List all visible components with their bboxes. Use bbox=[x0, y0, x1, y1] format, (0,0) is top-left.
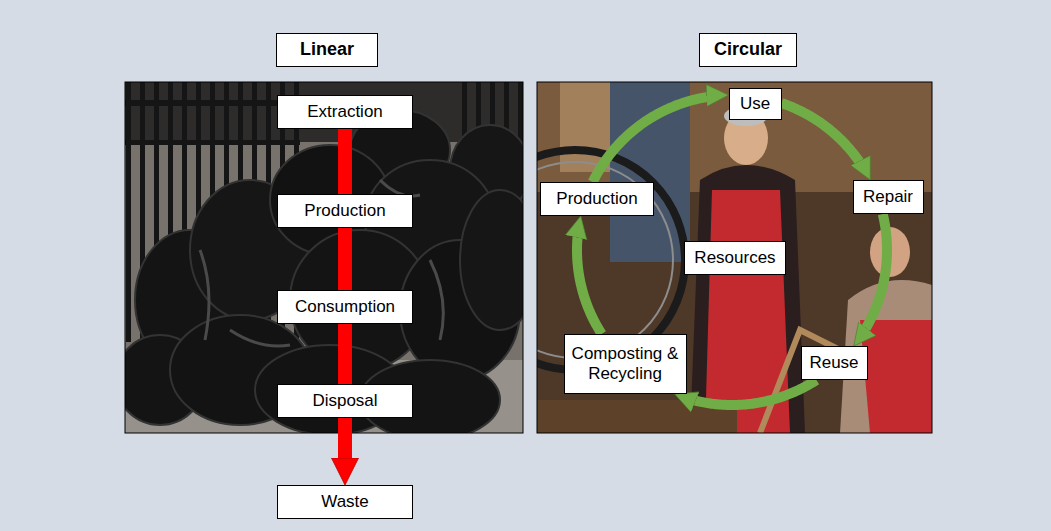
gate-rail bbox=[125, 140, 300, 145]
flow-arrow bbox=[338, 324, 352, 384]
stage-box: Production bbox=[540, 182, 654, 216]
stage-box: Repair bbox=[853, 180, 924, 214]
node-text: Use bbox=[740, 94, 770, 114]
stage-box: Use bbox=[729, 88, 782, 120]
garbage-bag bbox=[460, 190, 523, 330]
gate-rail bbox=[125, 100, 300, 106]
center-box: Resources bbox=[684, 241, 786, 275]
node-text: Consumption bbox=[295, 297, 395, 317]
title-box: Circular bbox=[699, 33, 797, 67]
stage-box: Production bbox=[277, 194, 413, 228]
bicycle-rim bbox=[537, 162, 673, 358]
node-text: Resources bbox=[694, 248, 775, 268]
workshop-photo bbox=[537, 82, 932, 433]
stage-box: Consumption bbox=[277, 290, 413, 324]
outcome-box: Waste bbox=[277, 485, 413, 519]
node-text: Production bbox=[304, 201, 385, 221]
node-text: Production bbox=[556, 189, 637, 209]
flow-arrow bbox=[338, 129, 352, 194]
flow-arrow bbox=[338, 418, 352, 485]
garbage-photo bbox=[125, 82, 523, 433]
workshop-wall bbox=[537, 82, 932, 433]
bag-highlight bbox=[200, 180, 443, 346]
stage-box: Reuse bbox=[801, 346, 868, 380]
photo-frame bbox=[125, 82, 523, 433]
stage-box: Disposal bbox=[277, 384, 413, 418]
flow-arrow bbox=[675, 380, 817, 405]
flow-arrow bbox=[338, 228, 352, 290]
node-text: Disposal bbox=[312, 391, 377, 411]
node-text: Linear bbox=[300, 39, 354, 61]
node-text: Reuse bbox=[809, 353, 858, 373]
node-text: Circular bbox=[714, 39, 782, 61]
node-text: Waste bbox=[321, 492, 369, 512]
flow-arrow bbox=[782, 103, 871, 180]
flow-arrow bbox=[577, 216, 602, 334]
node-text: Extraction bbox=[307, 102, 383, 122]
flow-arrow bbox=[593, 95, 729, 182]
red-apron bbox=[860, 320, 932, 433]
photo-frame bbox=[537, 82, 932, 433]
title-box: Linear bbox=[276, 33, 378, 67]
flow-arrow bbox=[854, 214, 887, 346]
node-text: Composting & Recycling bbox=[572, 344, 679, 385]
stage-box: Composting & Recycling bbox=[564, 334, 687, 394]
stage-box: Extraction bbox=[277, 95, 413, 129]
node-text: Repair bbox=[863, 187, 913, 207]
